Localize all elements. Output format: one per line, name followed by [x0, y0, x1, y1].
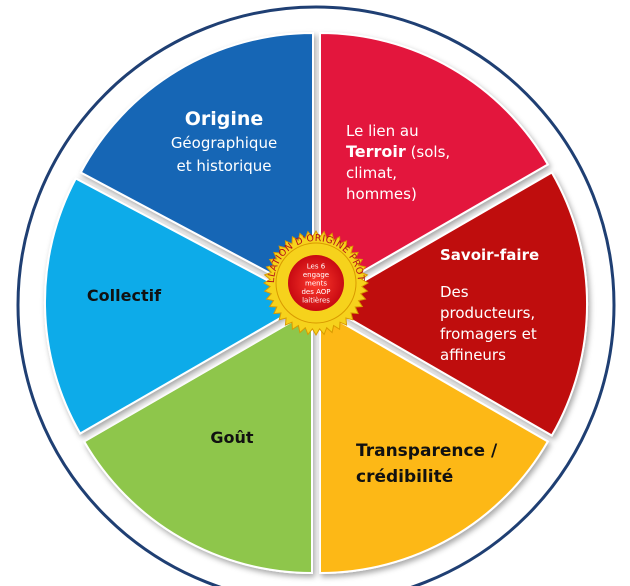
segment-origine	[79, 31, 314, 298]
origine-label-line: Origine	[185, 108, 264, 130]
transparence-label-line: Transparence /	[356, 441, 498, 461]
seal-center-disc	[288, 255, 344, 311]
terroir-label-line: climat,	[346, 164, 397, 182]
segment-terroir	[319, 31, 550, 298]
seal-center-line: ments	[305, 280, 327, 288]
segment-collectif	[44, 177, 311, 435]
savoir-faire-label-line: fromagers et	[440, 325, 537, 343]
savoir-faire-label-line: affineurs	[440, 346, 506, 364]
terroir-label-line: Le lien au	[346, 122, 419, 140]
segment-gout	[82, 308, 313, 575]
seal-center-line: laitières	[302, 297, 330, 305]
savoir-faire-label-line: producteurs,	[440, 304, 535, 322]
savoir-faire-label-line: Des	[440, 283, 469, 301]
terroir-label-line: Terroir (sols,	[346, 142, 450, 161]
collectif-label-line: Collectif	[87, 286, 162, 305]
savoir-faire-label-line: Savoir-faire	[440, 246, 539, 264]
origine-label-line: Géographique	[171, 134, 277, 152]
segments-layer	[44, 31, 588, 575]
seal-center-line: des AOP	[301, 288, 330, 296]
seal-center-line: Les 6	[307, 263, 326, 271]
gout-label-line: Goût	[210, 428, 254, 447]
segment-savoir-faire	[321, 171, 588, 437]
seal-center-line: engage	[303, 271, 329, 279]
origine-label-line: et historique	[176, 157, 271, 175]
terroir-label-line: hommes)	[346, 185, 417, 203]
segment-transparence	[319, 308, 550, 575]
seal-ring	[275, 242, 357, 324]
transparence-label-line: crédibilité	[356, 467, 453, 487]
